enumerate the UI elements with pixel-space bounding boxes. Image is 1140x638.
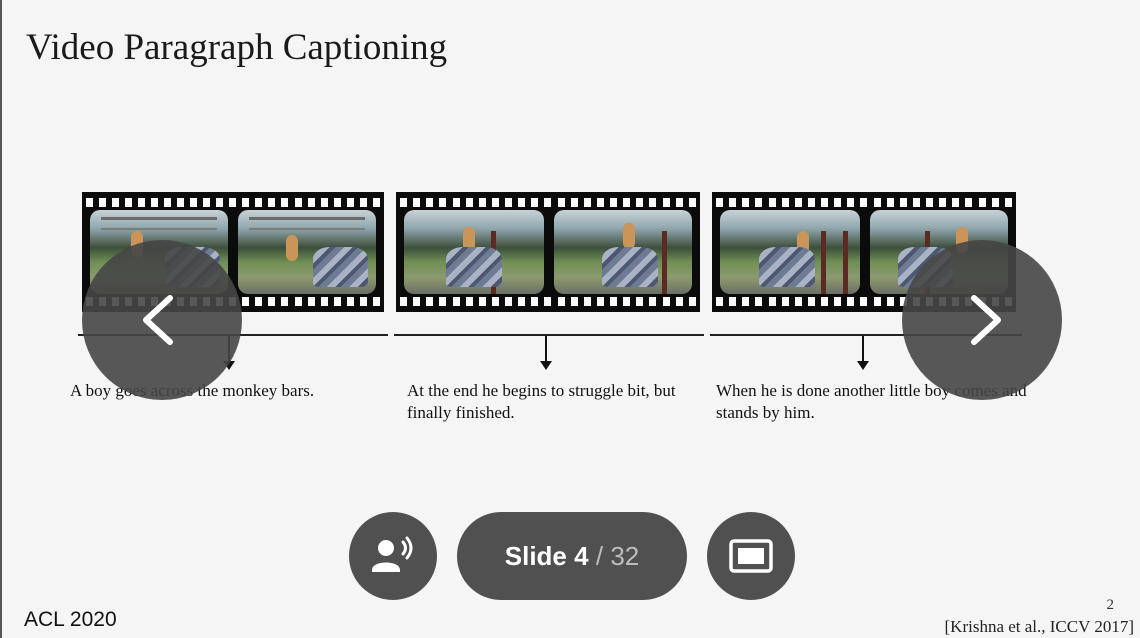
- fullscreen-button[interactable]: [707, 512, 795, 600]
- slide-counter: Slide 4 / 32: [457, 512, 687, 600]
- chevron-right-icon: [971, 295, 1001, 345]
- video-frame: [404, 210, 544, 294]
- total-slides: 32: [610, 540, 640, 571]
- slide-label: Slide: [504, 540, 567, 571]
- slide-title: Video Paragraph Captioning: [26, 27, 448, 68]
- fullscreen-icon: [729, 539, 773, 573]
- chevron-left-icon: [143, 295, 173, 345]
- timeline-segment: [710, 334, 1022, 336]
- page-number: 2: [1106, 597, 1115, 613]
- footer-venue: ACL 2020: [24, 608, 117, 631]
- video-frame: [720, 210, 860, 294]
- next-slide-button[interactable]: [902, 240, 1062, 400]
- current-slide-number: 4: [574, 540, 589, 571]
- citation: [Krishna et al., ICCV 2017]: [944, 617, 1135, 636]
- film-strip-2: [396, 192, 700, 312]
- speaker-notes-icon: [372, 536, 413, 572]
- slide-separator: /: [595, 540, 604, 571]
- down-arrow-icon: [540, 336, 552, 370]
- prev-slide-button[interactable]: [82, 240, 242, 400]
- video-frame: [554, 210, 692, 294]
- video-frame: [238, 210, 376, 294]
- speaker-notes-button[interactable]: [349, 512, 437, 600]
- timeline-segment: [394, 334, 704, 336]
- caption-2: At the end he begins to struggle bit, bu…: [407, 381, 676, 422]
- down-arrow-icon: [857, 336, 869, 370]
